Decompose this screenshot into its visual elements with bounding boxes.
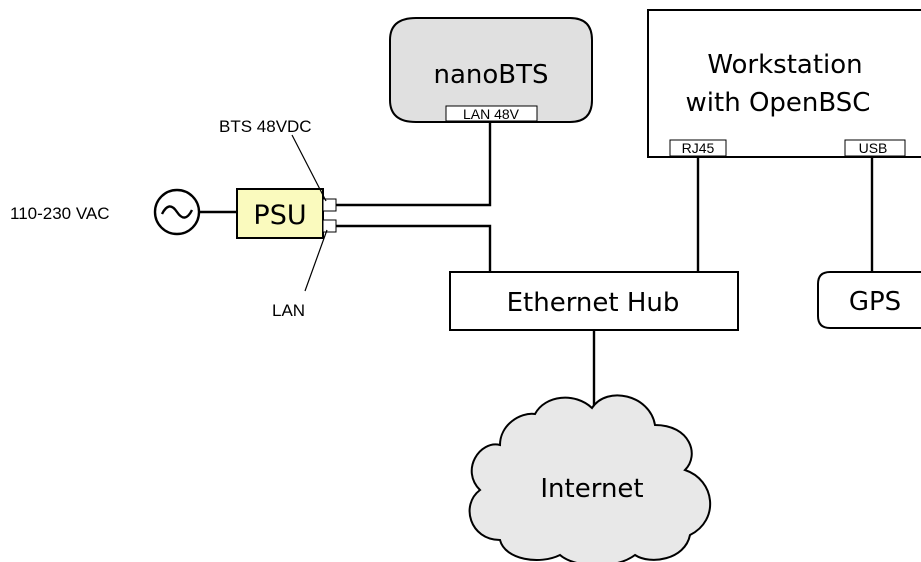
internet-node: Internet xyxy=(468,394,712,562)
bts-48vdc-leader-line xyxy=(291,134,327,202)
rj45-port-label: RJ45 xyxy=(682,140,715,156)
psu-body xyxy=(236,188,324,239)
connection-lines xyxy=(200,122,874,410)
nanobts-body xyxy=(389,17,593,123)
workstation-label-line2: with OpenBSC xyxy=(686,88,871,118)
workstation-body xyxy=(647,9,921,158)
gps-node: GPS xyxy=(817,271,921,329)
psu-label: PSU xyxy=(253,200,306,231)
workstation-label-line1: Workstation xyxy=(707,50,862,80)
lan-leader-line xyxy=(304,229,328,292)
nanobts-port-label: LAN 48V xyxy=(463,106,520,122)
nanobts-node: nanoBTS LAN 48V xyxy=(389,17,593,123)
usb-port-label: USB xyxy=(859,140,888,156)
psu-to-hub-cable xyxy=(336,224,492,272)
nanobts-label: nanoBTS xyxy=(433,60,548,90)
ethernet-hub-node: Ethernet Hub xyxy=(449,271,739,331)
psu-to-nanobts-cable xyxy=(336,122,492,207)
nanobts-port-box xyxy=(445,105,538,122)
ac-source: 110-230 VAC xyxy=(10,188,201,236)
psu-bts-port xyxy=(322,198,337,212)
internet-label: Internet xyxy=(540,474,643,504)
usb-port-box xyxy=(844,139,906,157)
ac-source-label: 110-230 VAC xyxy=(10,204,110,223)
sine-wave-icon xyxy=(160,205,194,219)
ethernet-hub-body xyxy=(449,271,739,331)
callouts: BTS 48VDC LAN xyxy=(219,117,328,320)
cloud-icon xyxy=(468,394,712,562)
workstation-node: Workstation with OpenBSC RJ45 USB xyxy=(647,9,921,158)
psu-node: PSU xyxy=(236,188,337,239)
gps-body xyxy=(817,271,921,329)
bts-48vdc-callout-label: BTS 48VDC xyxy=(219,117,312,136)
psu-lan-port xyxy=(322,219,337,233)
lan-callout-label: LAN xyxy=(272,301,305,320)
ethernet-hub-label: Ethernet Hub xyxy=(507,288,680,318)
gps-label: GPS xyxy=(849,287,901,317)
rj45-port-box xyxy=(669,139,727,157)
